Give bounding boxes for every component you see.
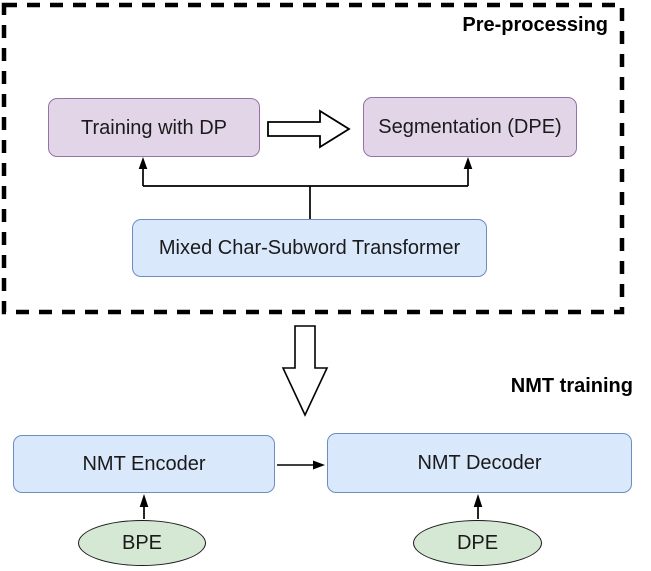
arrowhead-right-to-decoder [313,460,325,470]
arrowhead-up-to-decoder [473,494,483,507]
arrowhead-up-to-encoder [139,494,149,507]
node-nmt-encoder-label: NMT Encoder [82,453,206,475]
node-dpe-label: DPE [456,532,499,554]
node-bpe: BPE [78,520,206,566]
block-arrow-down-icon [281,325,329,417]
nmt-training-group-label: NMT training [510,375,633,397]
node-mixed-char-subword-transformer-label: Mixed Char-Subword Transformer [158,237,461,259]
node-mixed-char-subword-transformer: Mixed Char-Subword Transformer [132,219,487,277]
node-nmt-decoder-label: NMT Decoder [417,452,542,474]
arrowhead-up-to-training [138,157,148,169]
node-segmentation-dpe-label: Segmentation (DPE) [378,116,562,138]
node-bpe-label: BPE [121,532,163,554]
node-nmt-encoder: NMT Encoder [13,435,275,493]
transformer-fork-connector [142,168,469,219]
preprocessing-group-label: Pre-processing [462,14,608,36]
node-training-with-dp: Training with DP [48,98,260,157]
node-segmentation-dpe: Segmentation (DPE) [363,97,577,157]
block-arrow-right-icon [267,109,351,149]
node-training-with-dp-label: Training with DP [81,116,227,139]
node-dpe: DPE [413,520,542,566]
arrowhead-up-to-segmentation [463,157,473,169]
node-nmt-decoder: NMT Decoder [327,433,632,493]
